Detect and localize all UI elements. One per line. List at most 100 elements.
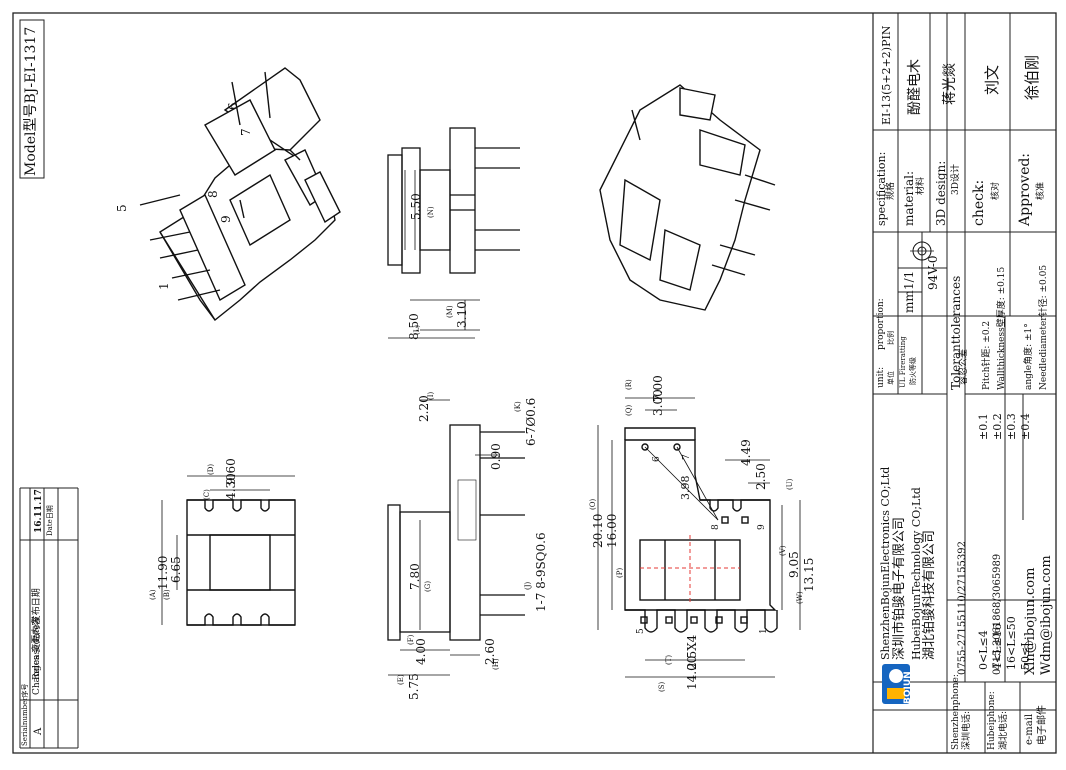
dim-side1-w1: 3.10 bbox=[455, 301, 469, 328]
design-value: 蒋光燚 bbox=[942, 63, 958, 105]
dim-side2-b3-tag: (H) bbox=[492, 658, 500, 670]
sheet-border bbox=[12, 12, 1057, 754]
dim-side1-h-tag: (N) bbox=[427, 206, 435, 218]
tol-value-0: ±0.1 bbox=[977, 413, 990, 440]
contact-hb-value: 0715-3061868/3065989 bbox=[992, 553, 1003, 675]
dim-front-w2-tag: (C) bbox=[203, 489, 211, 500]
material-sub: 材料 bbox=[916, 176, 926, 195]
bottom-pin-8: 8 bbox=[711, 524, 721, 530]
dim-bottom-d3: 3.98 bbox=[679, 475, 692, 501]
dim-bottom-h4-tag: (W) bbox=[796, 591, 804, 604]
dim-bottom-d2-tag: (U) bbox=[786, 478, 794, 490]
dim-front-w2: 4.30 bbox=[224, 473, 238, 500]
dim-side2-b2-tag: (E) bbox=[397, 674, 405, 685]
dim-side2-pinlabel1-tag: (K) bbox=[514, 401, 522, 412]
dim-bottom-h2: 16.00 bbox=[605, 513, 619, 548]
tol-pitch: Pitch针距: ±0.2 bbox=[982, 320, 992, 390]
iso-pin-6: 6 bbox=[226, 102, 240, 110]
bottom-pin-9: 9 bbox=[757, 524, 767, 530]
contact-hb-sub: 湖北电话: bbox=[999, 710, 1009, 750]
tol-range-2: 16<L≤50 bbox=[1005, 616, 1018, 670]
contact-sz-value: 0755-27155110/27155392 bbox=[957, 541, 968, 675]
dim-front-h1: 11.90 bbox=[156, 555, 170, 590]
dim-bottom-h4: 13.15 bbox=[802, 557, 816, 592]
bottom-pin-5: 5 bbox=[636, 628, 646, 634]
dim-bottom-pitch-tag: (T) bbox=[665, 654, 673, 665]
proportion-sub: 比例 bbox=[887, 331, 895, 345]
iso-pin-5: 5 bbox=[115, 204, 129, 212]
material-value: 酚醛电木 bbox=[907, 59, 923, 115]
iso-pin-9: 9 bbox=[219, 215, 233, 223]
unit-value: mm bbox=[902, 290, 916, 313]
design-label: 3D design: bbox=[934, 160, 948, 226]
contact-email-2: Wdm@ibojun.com bbox=[1039, 555, 1054, 675]
dim-side2-top-tag: (I) bbox=[427, 391, 435, 400]
bottom-pin-6: 6 bbox=[652, 456, 662, 462]
front-view bbox=[186, 499, 296, 626]
tol-value-1: ±0.2 bbox=[991, 413, 1004, 440]
model-value: BJ-EI-1317 bbox=[23, 26, 39, 104]
contact-email-1: Xln@ibojun.com bbox=[1023, 567, 1038, 675]
company-name-en: ShenzhenBojunElectronics CO;Ltd bbox=[879, 466, 892, 660]
dim-front-h2-tag: (B) bbox=[163, 589, 171, 600]
company-name-cn: 深圳市铂骏电子有限公司 bbox=[892, 516, 907, 660]
rev-date: 16.11.17 bbox=[34, 489, 44, 533]
dim-front-h1-tag: (A) bbox=[149, 589, 157, 600]
dim-bottom-d2: 2.50 bbox=[754, 463, 768, 490]
dim-bottom-top2-tag: (Q) bbox=[625, 404, 633, 416]
contact-sz-label: Shenzhenphone: bbox=[951, 674, 961, 750]
dim-front-h2: 6.65 bbox=[169, 556, 183, 583]
iso-pin-8: 8 bbox=[206, 190, 220, 198]
dim-side2-b1: 4.00 bbox=[414, 638, 428, 665]
projection-symbol-icon bbox=[910, 239, 934, 263]
contact-email-sub: 电子邮件 bbox=[1037, 705, 1048, 745]
dim-front-w1-tag: (D) bbox=[207, 463, 215, 475]
dim-side2-mid-tag: (G) bbox=[424, 580, 432, 592]
bottom-pin-7: 7 bbox=[682, 454, 692, 460]
rev-serial: A bbox=[33, 727, 44, 735]
dim-bottom-w-tag: (S) bbox=[658, 681, 666, 692]
rev-header-date: Date日期 bbox=[46, 505, 54, 536]
tol-value-2: ±0.3 bbox=[1005, 413, 1018, 440]
approved-label: Approved: bbox=[1017, 152, 1033, 226]
dim-side1-w2-tag: (L) bbox=[413, 324, 421, 335]
dim-side1-h: 5.50 bbox=[409, 193, 423, 220]
spec-sub: 规格 bbox=[886, 181, 896, 200]
isometric-view-left bbox=[139, 67, 341, 321]
bottom-pin-1: 1 bbox=[759, 628, 769, 634]
company2-name-en: HubeiBojunTechnology CO;Ltd bbox=[910, 487, 923, 660]
ul-label: UL Fireratting bbox=[899, 336, 907, 388]
contact-sz-sub: 深圳电话: bbox=[962, 710, 972, 750]
dim-side2-pinlabel2: 1-7 8-9SQ0.6 bbox=[534, 532, 548, 612]
bottom-view bbox=[624, 427, 778, 633]
ul-sub: 防火等级 bbox=[909, 357, 917, 385]
tol-angle: angle角度: ±1° bbox=[1024, 323, 1034, 390]
dim-bottom-h3: 9.05 bbox=[787, 551, 801, 578]
iso-pin-7: 7 bbox=[239, 128, 253, 136]
model-label: Model型号BJ-EI-1317 bbox=[23, 26, 39, 176]
check-sub: 核对 bbox=[991, 181, 1001, 200]
check-value: 刘文 bbox=[983, 64, 1001, 95]
dim-bottom-top1-tag: (R) bbox=[625, 379, 633, 390]
dim-bottom-h1-tag: (O) bbox=[589, 498, 597, 510]
rev-header-serial: Serialnumber序号 bbox=[21, 683, 29, 746]
dim-side2-pinlabel2-tag: (J) bbox=[524, 581, 532, 590]
material-label: material: bbox=[902, 170, 916, 226]
dim-side2-b2: 5.75 bbox=[407, 673, 421, 700]
dim-bottom-d1: 4.49 bbox=[739, 439, 753, 466]
company-logo bbox=[882, 664, 910, 704]
dim-bottom-top2: 3.00 bbox=[651, 389, 665, 416]
dim-bottom-h3-tag: (V) bbox=[779, 545, 787, 556]
dim-side1-w1-tag: (M) bbox=[446, 305, 454, 318]
isometric-view-right bbox=[599, 84, 776, 311]
check-label: check: bbox=[971, 179, 987, 226]
dim-bottom-w: 14.00 bbox=[685, 655, 699, 690]
tolerance-sub: 容忍公差 bbox=[959, 348, 969, 385]
proportion-label: proportion: bbox=[876, 298, 886, 350]
iso-pin-1: 1 bbox=[157, 282, 171, 290]
side-view-2 bbox=[387, 424, 525, 641]
unit-sub: 单位 bbox=[887, 371, 895, 385]
tol-value-3: ±0.4 bbox=[1019, 413, 1032, 440]
dim-side2-pinlabel1: 6-7Ø0.6 bbox=[524, 397, 538, 446]
